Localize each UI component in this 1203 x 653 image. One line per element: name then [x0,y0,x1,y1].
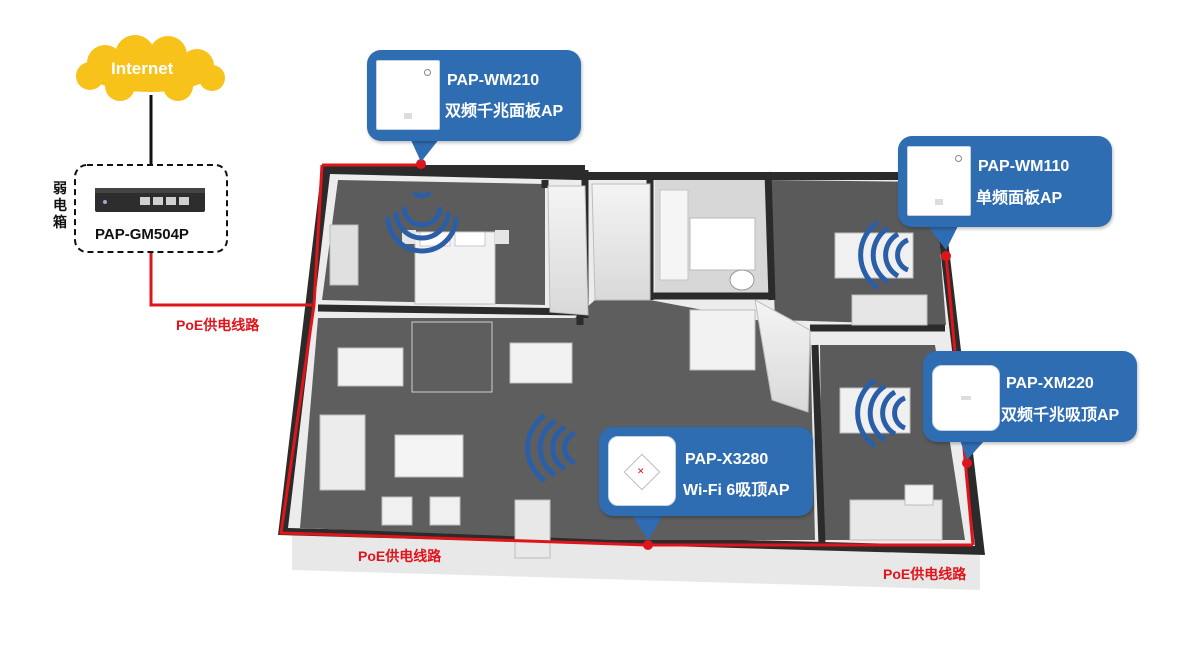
callout-tail-xm220 [960,440,985,460]
wifi-signal-icon-living-room [525,412,577,484]
bed-top-left [329,224,509,305]
ap-callout-wm210: PAP-WM210 双频千兆面板AP [367,50,581,141]
panel-ap-device-icon [907,146,971,216]
wifi-signal-icon-top-right [858,219,910,291]
callout-tail-x3280 [630,512,665,540]
poe-label-left: PoE供电线路 [176,317,260,333]
callout-tail-wm110 [925,222,960,250]
poe-line-switch-to-plan [149,252,312,307]
panel-ap-device-icon [376,60,440,130]
floor-plan [278,165,985,590]
ap-desc-x3280: Wi-Fi 6吸顶AP [683,482,790,499]
poe-label-bottom: PoE供电线路 [358,548,442,564]
ceiling-ap-device-icon [932,365,1000,431]
ap-model-wm110: PAP-WM110 [978,158,1070,175]
switch-device [95,188,205,212]
wifi-signal-icon-bottom-right [855,377,907,449]
wifi6-ceiling-ap-device-icon: ✕ [608,436,676,506]
ap-model-wm210: PAP-WM210 [447,72,540,89]
cabinet-vertical-label: 弱电箱 [53,180,67,230]
switch-model-label: PAP-GM504P [95,226,189,243]
ap-model-x3280: PAP-X3280 [685,451,769,468]
ap-model-xm220: PAP-XM220 [1006,375,1094,392]
ap-callout-wm110: PAP-WM110 单频面板AP [898,136,1112,227]
poe-junction-dots [416,159,972,550]
ap-desc-xm220: 双频千兆吸顶AP [1001,407,1120,424]
poe-line-west [279,164,649,547]
internet-cloud [76,35,225,101]
ap-desc-wm110: 单频面板AP [976,190,1063,207]
living-furniture [319,309,756,559]
ap-callout-x3280: ✕ PAP-X3280 Wi-Fi 6吸顶AP [599,427,813,516]
bathroom-fixtures [659,189,756,291]
ap-desc-wm210: 双频千兆面板AP [445,103,564,120]
poe-label-bottom-right: PoE供电线路 [883,566,967,582]
internet-label: Internet [111,59,174,78]
wifi-signal-icon-top-left [385,190,459,254]
callout-tail-wm210 [410,138,440,162]
wall-tops [547,183,811,413]
ap-callout-xm220: PAP-XM220 双频千兆吸顶AP [923,351,1137,442]
